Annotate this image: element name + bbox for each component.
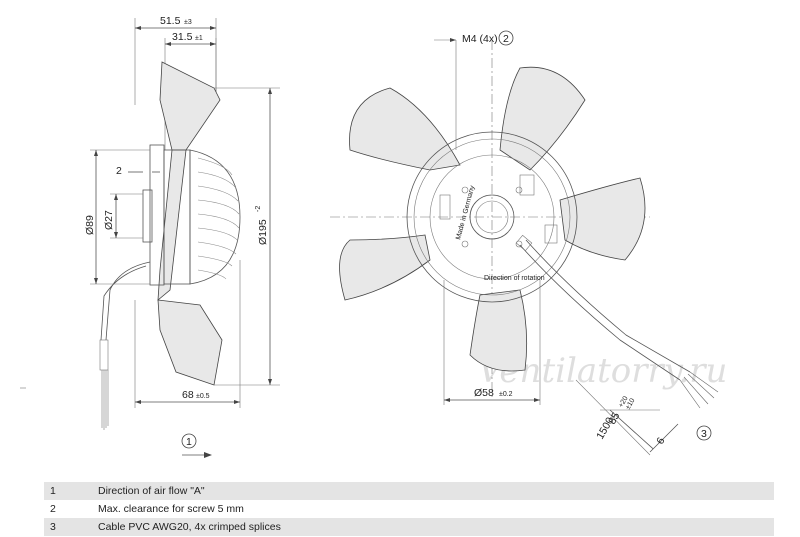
dim-blade-dia-tol: -2 bbox=[255, 206, 262, 212]
fan-blades bbox=[339, 66, 646, 372]
dim-total-depth: 51.5 bbox=[160, 15, 181, 27]
thread-label: M4 (4x) bbox=[462, 33, 498, 45]
airflow-marker: 1 bbox=[186, 436, 192, 448]
dim-splice: 6 bbox=[654, 435, 667, 446]
dim-total-depth-tol: ±3 bbox=[184, 19, 192, 26]
dim-clearance: 2 bbox=[116, 165, 122, 177]
dim-width: 68 bbox=[182, 389, 194, 401]
legend-text: Cable PVC AWG20, 4x crimped splices bbox=[92, 518, 774, 536]
legend-num: 1 bbox=[44, 482, 92, 500]
legend-table: 1 Direction of air flow "A" 2 Max. clear… bbox=[44, 482, 774, 536]
dim-outer-dia: Ø89 bbox=[84, 215, 96, 235]
legend-row: 3 Cable PVC AWG20, 4x crimped splices bbox=[44, 518, 774, 536]
dim-hub-depth: 31.5 bbox=[172, 31, 193, 43]
technical-drawing: Ventilatorry.ru 51.5 ±3 31.5 ±1 bbox=[20, 15, 727, 458]
legend-num: 2 bbox=[44, 500, 92, 518]
legend-row: 2 Max. clearance for screw 5 mm bbox=[44, 500, 774, 518]
dim-strip: 85 bbox=[606, 410, 622, 426]
hub-label-rotation: Direction of rotation bbox=[484, 275, 545, 282]
front-view: Made in Germany Direction of rotation M4… bbox=[330, 30, 719, 456]
legend-text: Max. clearance for screw 5 mm bbox=[92, 500, 774, 518]
dim-hub-dia: Ø58 bbox=[474, 387, 494, 399]
dim-hub-depth-tol: ±1 bbox=[195, 35, 203, 42]
dim-strip-tol: ±10 bbox=[625, 397, 637, 411]
legend-row: 1 Direction of air flow "A" bbox=[44, 482, 774, 500]
thread-marker: 2 bbox=[503, 33, 509, 45]
cable-marker: 3 bbox=[701, 428, 707, 440]
legend-text: Direction of air flow "A" bbox=[92, 482, 774, 500]
side-view: 51.5 ±3 31.5 ±1 bbox=[20, 15, 280, 458]
legend-num: 3 bbox=[44, 518, 92, 536]
dim-blade-dia: Ø195 bbox=[257, 219, 269, 245]
dim-width-tol: ±0.5 bbox=[196, 393, 210, 400]
dim-hub-dia-tol: ±0.2 bbox=[499, 391, 513, 398]
dim-inner-dia: Ø27 bbox=[103, 210, 115, 230]
